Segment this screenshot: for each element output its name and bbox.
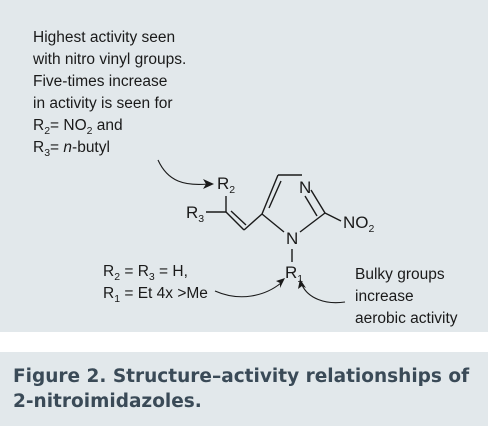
annotation-top-line-2: with nitro vinyl groups.	[32, 51, 186, 68]
vinyl-double-bond-1	[225, 211, 245, 231]
annotation-right-line-2: increase	[355, 288, 414, 305]
ring-double-bond-c4-c5	[268, 180, 282, 209]
annotation-right: Bulky groups increase aerobic activity	[355, 266, 458, 327]
r2-equals: = NO	[50, 117, 87, 134]
ring-bond-c5-c4	[261, 174, 279, 215]
r3-symbol: R	[33, 139, 44, 156]
arrow-left-to-r1	[214, 278, 285, 298]
r3-equals: =	[50, 139, 63, 156]
molecule-n-top: N	[299, 178, 311, 197]
annotation-left-line-2: R1 = Et 4x >Me	[103, 285, 208, 305]
r2-subscript: 2	[44, 125, 50, 137]
r3-italic-n: n	[63, 139, 72, 156]
molecule-r3: R3	[186, 203, 204, 225]
ring-bond-c2-n1	[299, 212, 326, 233]
annotation-right-line-3: aerobic activity	[355, 310, 458, 327]
molecule-no2: NO2	[343, 213, 375, 235]
figure-caption: Figure 2. Structure–activity relationshi…	[0, 352, 488, 426]
vinyl-double-bond-2	[230, 210, 247, 226]
annotation-top-r3-line: R3= n-butyl	[33, 139, 110, 159]
bond-vinyl-ring	[243, 213, 263, 231]
arrow-right-to-r1	[298, 279, 346, 304]
molecule-r2: R2	[217, 174, 235, 196]
annotation-right-line-1: Bulky groups	[355, 266, 445, 283]
molecule-r1: R1	[285, 263, 303, 285]
molecule-n-bottom: N	[286, 229, 298, 248]
annotation-top-line-1: Highest activity seen	[33, 29, 175, 46]
caption-text: Figure 2. Structure–activity relationshi…	[13, 366, 470, 412]
r3-subscript: 3	[44, 147, 50, 159]
r3-tail: -butyl	[72, 139, 110, 156]
annotation-left: R2 = R3 = H, R1 = Et 4x >Me	[103, 263, 208, 305]
annotation-top: Highest activity seen with nitro vinyl g…	[32, 29, 186, 159]
ring-bond-n1-c5	[261, 213, 285, 233]
r2-symbol: R	[33, 117, 44, 134]
annotation-left-line-1: R2 = R3 = H,	[103, 263, 188, 283]
arrow-to-r2	[157, 159, 214, 189]
annotation-top-r2-line: R2= NO2 and	[33, 117, 123, 137]
ring-double-bond-n3-c2	[304, 195, 318, 217]
no2-subscript: 2	[87, 125, 93, 137]
r2-tail: and	[93, 117, 123, 134]
bond-c2-no2	[324, 212, 342, 222]
nitroimidazole-molecule: R2 R3 N N NO2 R1	[186, 174, 375, 285]
annotation-top-line-4: in activity is seen for	[33, 95, 173, 112]
ring-bond-n3-c2	[310, 189, 326, 214]
sar-diagram: Highest activity seen with nitro vinyl g…	[32, 29, 458, 327]
figure-panel	[0, 0, 488, 332]
annotation-top-line-3: Five-times increase	[33, 73, 167, 90]
